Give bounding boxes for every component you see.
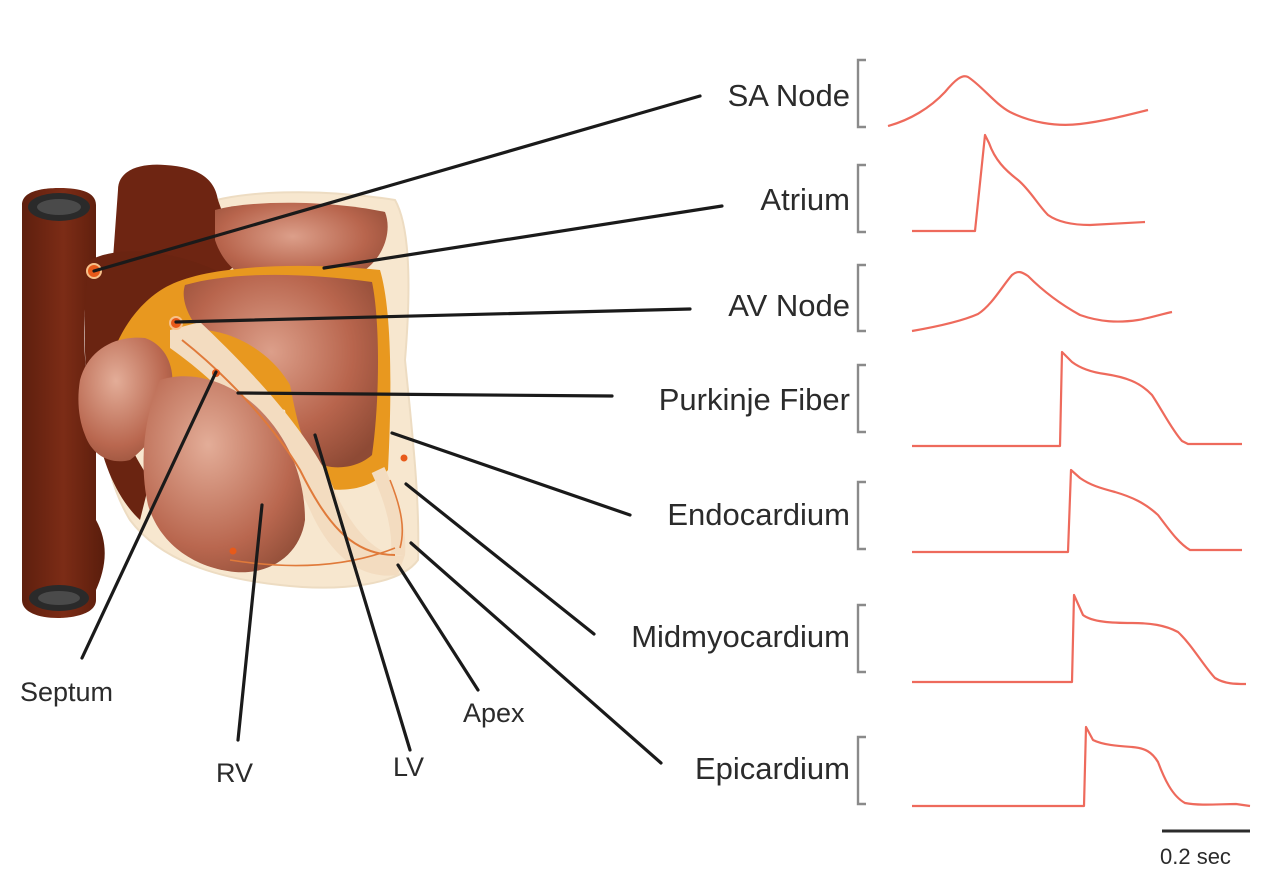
scale-bar-label: 0.2 sec [1160,844,1231,869]
leader-midmyocardium [404,482,596,636]
structure-labels: SA Node Atrium AV Node Purkinje Fiber En… [20,78,850,788]
leader-lines [80,94,724,765]
label-lv: LV [393,752,424,782]
label-rv: RV [216,758,253,788]
bracket-sa-node [856,58,866,129]
right-ventricle-chamber [143,376,305,573]
label-epicardium: Epicardium [695,751,850,786]
leader-av-node [174,307,692,324]
bracket-endocardium [856,480,866,551]
trace-atrium [912,133,1146,233]
label-av-node: AV Node [728,288,850,323]
time-scale-bar: 0.2 sec [1160,829,1250,869]
leader-purkinje [236,391,614,398]
left-ventricle-chamber [183,274,378,468]
heart-illustration [22,164,420,618]
leader-endocardium [390,431,632,517]
label-apex: Apex [463,698,525,728]
leader-lv [313,433,412,752]
trace-brackets [856,58,866,806]
leader-rv [236,503,264,742]
label-midmyocardium: Midmyocardium [631,619,850,654]
bracket-purkinje-fiber [856,363,866,434]
trace-sa-node [887,75,1149,128]
label-purkinje-fiber: Purkinje Fiber [659,382,850,417]
bracket-midmyocardium [856,603,866,674]
trace-midmyocardium [912,593,1247,686]
leader-sa-node [92,94,702,273]
leader-epicardium [409,541,663,765]
bracket-atrium [856,163,866,234]
label-septum: Septum [20,677,113,707]
trace-epicardium [912,725,1251,808]
leader-atrium [322,204,724,270]
action-potential-traces [887,75,1251,808]
label-sa-node: SA Node [728,78,850,113]
label-endocardium: Endocardium [667,497,850,532]
trace-purkinje-fiber [912,350,1242,448]
label-atrium: Atrium [760,182,850,217]
bracket-epicardium [856,735,866,806]
trace-av-node [911,270,1173,333]
leader-septum [80,370,218,660]
leader-apex [396,563,480,692]
bracket-av-node [856,263,866,333]
vena-cava [22,188,105,618]
trace-endocardium [912,468,1242,554]
